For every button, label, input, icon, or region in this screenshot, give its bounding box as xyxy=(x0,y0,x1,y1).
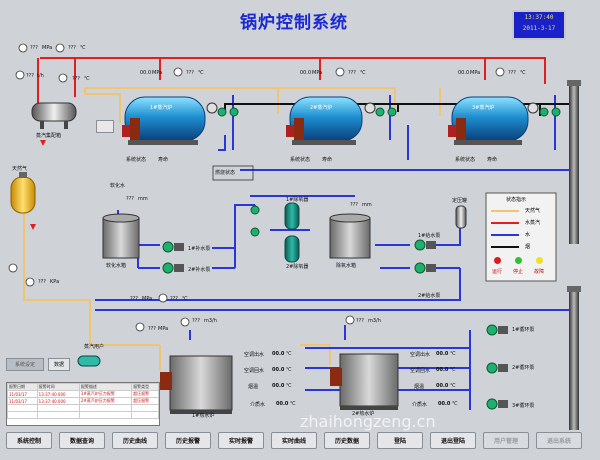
alarm-cell: 11/03/17 xyxy=(7,390,38,398)
nav-button[interactable]: 登陆 xyxy=(377,432,423,449)
legend-label: 天然气 xyxy=(525,208,541,214)
nav-button[interactable]: 历史数据 xyxy=(324,432,370,449)
steam-boiler-3 xyxy=(448,96,539,145)
soft-water-tank xyxy=(102,213,140,259)
nav-button[interactable]: 历史曲线 xyxy=(112,432,158,449)
chimney-bottom xyxy=(567,286,581,430)
alarm-cell xyxy=(36,411,80,419)
alarm-cell: 13:37:40 000 xyxy=(36,390,80,398)
status-indicator-label: 故障 xyxy=(534,269,545,275)
page-title: 锅炉控制系统 xyxy=(240,13,348,33)
system-settings-button[interactable]: 系统设定 xyxy=(6,358,44,371)
hot-water-boiler-1 xyxy=(160,355,233,414)
alarm-row[interactable] xyxy=(7,404,159,412)
boiler-feed-pumps xyxy=(217,107,561,117)
nav-button[interactable]: 系统控制 xyxy=(6,432,52,449)
gauges xyxy=(8,43,505,332)
status-indicator-label: 运行 xyxy=(492,269,503,275)
nav-button[interactable]: 数据查询 xyxy=(59,432,105,449)
alarm-cell xyxy=(36,404,80,412)
boiler1-panel-button[interactable] xyxy=(96,120,114,133)
legend-label: 水蒸汽 xyxy=(525,220,541,226)
legend-swatch xyxy=(491,210,519,212)
alarm-cell xyxy=(78,411,133,419)
deaerator-1 xyxy=(284,202,300,230)
legend-item: 天然气 xyxy=(491,207,553,215)
alarm-cell: 超压报警 xyxy=(131,390,159,398)
legend-item: 水蒸汽 xyxy=(491,219,553,227)
alarm-cell xyxy=(7,411,38,419)
header-arrow xyxy=(40,140,46,146)
clock-time: 13:37:40 xyxy=(524,14,554,21)
legend-label: 水 xyxy=(525,232,531,238)
pumps xyxy=(162,205,498,410)
clock-date: 2011-3-17 xyxy=(522,25,556,32)
alarm-row[interactable] xyxy=(7,411,159,419)
status-indicator-label: 停止 xyxy=(513,269,524,275)
legend: 状态指示 天然气水蒸汽水烟 运行 停止 故障 xyxy=(486,193,556,281)
alarm-header-cell: 报警日期 xyxy=(7,383,38,391)
alarm-cell: 2#蒸汽炉压力报警 xyxy=(78,397,133,405)
legend-swatch xyxy=(491,234,519,236)
legend-label: 烟 xyxy=(525,244,531,250)
alarm-cell xyxy=(78,404,133,412)
status-indicator-icon xyxy=(494,257,501,264)
clock-display: 13:37:40 2011-3-17 xyxy=(512,10,566,40)
status-indicator-icon xyxy=(515,257,522,264)
hot-water-boiler-2 xyxy=(330,353,399,410)
data-button[interactable]: 数据 xyxy=(48,358,70,371)
chimney-top xyxy=(567,80,581,244)
deaerator-2 xyxy=(284,235,300,263)
pressure-tank xyxy=(455,205,467,229)
alarm-cell: 超压报警 xyxy=(131,397,159,405)
gas-arrow xyxy=(30,224,36,230)
status-indicator-icon xyxy=(536,257,543,264)
legend-title: 状态指示 xyxy=(506,197,527,203)
deaerator-tank xyxy=(329,213,371,259)
legend-swatch xyxy=(491,246,519,248)
alarm-header-row: 报警日期报警时间报警描述报警类型 xyxy=(7,383,159,391)
alarm-header-cell: 报警描述 xyxy=(78,383,133,391)
alarm-cell: 11/03/17 xyxy=(7,397,38,405)
legend-item: 烟 xyxy=(491,243,553,251)
nav-button[interactable]: 实时曲线 xyxy=(271,432,317,449)
pump-bodies xyxy=(174,241,508,408)
steam-user-tank xyxy=(77,355,101,367)
alarm-cell: 13:37:40 000 xyxy=(36,397,80,405)
status-frames xyxy=(212,165,254,181)
alarm-cell xyxy=(131,404,159,412)
nav-button[interactable]: 实时报警 xyxy=(218,432,264,449)
steam-boiler-2 xyxy=(286,96,376,145)
alarm-header-cell: 报警类型 xyxy=(131,383,159,391)
alarm-header-cell: 报警时间 xyxy=(36,383,80,391)
gas-pipes xyxy=(23,87,441,370)
nav-button[interactable]: 退出登陆 xyxy=(430,432,476,449)
natural-gas-bottle xyxy=(10,172,36,214)
alarm-cell: 1#蒸汽炉压力报警 xyxy=(78,390,133,398)
nav-button[interactable]: 历史报警 xyxy=(165,432,211,449)
legend-item: 水 xyxy=(491,231,553,239)
alarm-cell xyxy=(131,411,159,419)
watermark: zhaihongzeng.cn xyxy=(300,412,436,431)
legend-panel xyxy=(485,192,557,282)
steam-header xyxy=(31,102,77,129)
legend-swatch xyxy=(491,222,519,224)
steam-boiler-1 xyxy=(122,96,218,145)
nav-button[interactable]: 退出系统 xyxy=(536,432,582,449)
alarm-cell xyxy=(7,404,38,412)
nav-button[interactable]: 用户管理 xyxy=(483,432,529,449)
